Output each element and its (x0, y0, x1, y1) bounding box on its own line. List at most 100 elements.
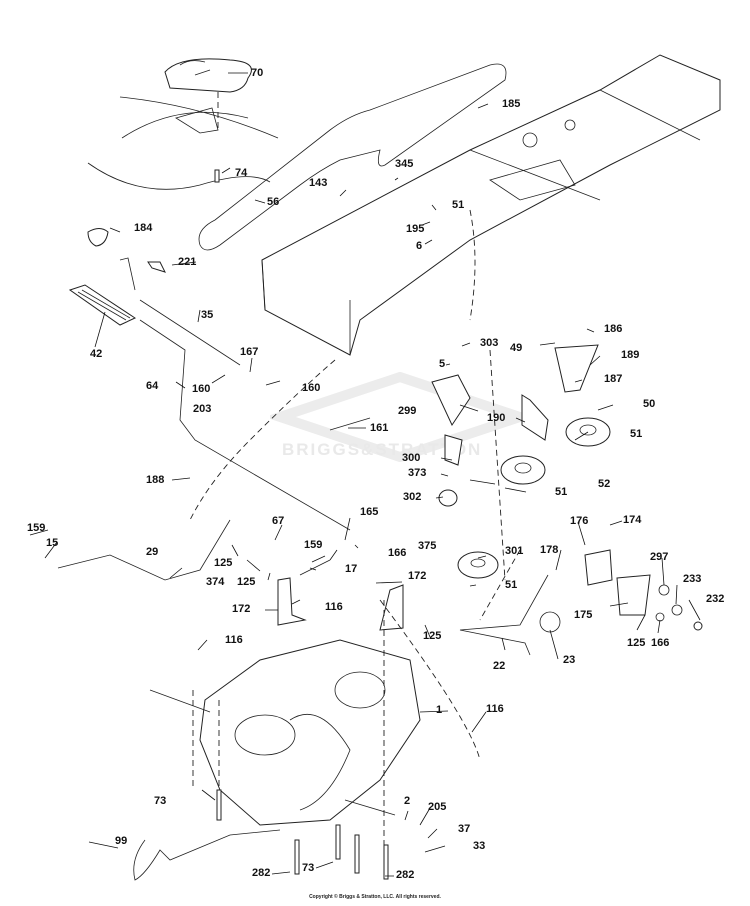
callout-35[interactable]: 35 (201, 309, 214, 321)
callout-17[interactable]: 17 (345, 563, 358, 575)
callout-51-pulley50[interactable]: 51 (630, 428, 643, 440)
drive-belt-part-56[interactable] (198, 63, 507, 251)
callout-297[interactable]: 297 (650, 551, 669, 563)
callout-172-left[interactable]: 172 (232, 603, 251, 615)
callout-6[interactable]: 6 (416, 240, 423, 252)
callout-125-mid[interactable]: 125 (237, 576, 256, 588)
callout-51-pulley301[interactable]: 51 (505, 579, 518, 591)
callout-159-right[interactable]: 159 (304, 539, 323, 551)
callout-70[interactable]: 70 (251, 67, 264, 79)
callout-205[interactable]: 205 (428, 801, 447, 813)
callout-174[interactable]: 174 (623, 514, 642, 526)
callout-375[interactable]: 375 (418, 540, 437, 552)
pedal-cover-part-184[interactable] (87, 228, 109, 247)
idler-arm-part-189[interactable] (554, 344, 599, 393)
callout-33[interactable]: 33 (473, 840, 486, 852)
callout-233[interactable]: 233 (683, 573, 702, 585)
callout-167[interactable]: 167 (240, 346, 259, 358)
callout-143[interactable]: 143 (309, 177, 328, 189)
callout-42[interactable]: 42 (90, 348, 103, 360)
callout-190[interactable]: 190 (487, 412, 506, 424)
o-ring-part-23[interactable] (539, 611, 561, 633)
bolt-part-282b[interactable] (383, 844, 389, 880)
pedal-shaft-part-64[interactable] (139, 319, 351, 531)
callout-15[interactable]: 15 (46, 537, 59, 549)
callout-73-bottom[interactable]: 73 (302, 862, 315, 874)
callout-51-pulley52[interactable]: 51 (555, 486, 568, 498)
callout-37[interactable]: 37 (458, 823, 471, 835)
callout-160-right[interactable]: 160 (302, 382, 321, 394)
bypass-rod-part-99[interactable] (133, 829, 281, 881)
bolt-part-232[interactable] (693, 621, 703, 631)
callout-74[interactable]: 74 (235, 167, 248, 179)
callout-116-left[interactable]: 116 (225, 634, 243, 646)
callout-116-mid[interactable]: 116 (325, 601, 343, 613)
bracket-part-176[interactable] (584, 549, 613, 586)
callout-185[interactable]: 185 (502, 98, 521, 110)
callout-373[interactable]: 373 (408, 467, 427, 479)
callout-195[interactable]: 195 (406, 223, 425, 235)
callout-160-left[interactable]: 160 (192, 383, 211, 395)
callout-125-left[interactable]: 125 (214, 557, 233, 569)
idler-pulley-part-52[interactable] (500, 455, 546, 485)
washer-part-233[interactable] (671, 604, 683, 616)
callout-172-right[interactable]: 172 (408, 570, 427, 582)
transmission-part-1[interactable] (149, 639, 421, 826)
callout-50[interactable]: 50 (643, 398, 656, 410)
clip-part-221[interactable] (147, 261, 166, 273)
washer-part-297[interactable] (658, 584, 670, 596)
bolt-part-73c[interactable] (354, 834, 360, 874)
axle-bracket-part-172b[interactable] (379, 584, 404, 631)
callout-345[interactable]: 345 (395, 158, 414, 170)
bolt-part-73b[interactable] (335, 824, 341, 860)
callout-22[interactable]: 22 (493, 660, 506, 672)
spring-part-17[interactable] (299, 559, 331, 576)
callout-282-right[interactable]: 282 (396, 869, 415, 881)
brake-pedal-part-42[interactable] (68, 284, 137, 326)
bolt-part-282a[interactable] (294, 839, 300, 875)
callout-188[interactable]: 188 (146, 474, 165, 486)
callout-73-left[interactable]: 73 (154, 795, 167, 807)
callout-159-left[interactable]: 159 (27, 522, 46, 534)
callout-299[interactable]: 299 (398, 405, 417, 417)
callout-64[interactable]: 64 (146, 380, 159, 392)
callout-187[interactable]: 187 (604, 373, 623, 385)
callout-303[interactable]: 303 (480, 337, 499, 349)
callout-56[interactable]: 56 (267, 196, 280, 208)
bracket-part-300[interactable] (444, 434, 463, 466)
callout-186[interactable]: 186 (604, 323, 623, 335)
callout-166-right[interactable]: 166 (651, 637, 670, 649)
callout-176[interactable]: 176 (570, 515, 589, 527)
callout-125-bracket[interactable]: 125 (423, 630, 442, 642)
rod-part-35[interactable] (139, 299, 241, 366)
callout-189[interactable]: 189 (621, 349, 640, 361)
callout-221[interactable]: 221 (178, 256, 197, 268)
callout-374[interactable]: 374 (206, 576, 225, 588)
callout-52[interactable]: 52 (598, 478, 611, 490)
callout-125-right[interactable]: 125 (627, 637, 646, 649)
callout-1[interactable]: 1 (436, 704, 443, 716)
control-rod-part-29[interactable] (57, 519, 231, 581)
bolt-part-73a[interactable] (216, 789, 222, 821)
callout-5[interactable]: 5 (439, 358, 446, 370)
lever-part-22[interactable] (459, 574, 549, 656)
callout-23[interactable]: 23 (563, 654, 576, 666)
callout-203[interactable]: 203 (193, 403, 212, 415)
callout-161[interactable]: 161 (370, 422, 389, 434)
callout-29[interactable]: 29 (146, 546, 159, 558)
dash-cover-part-70[interactable] (164, 58, 252, 93)
callout-232[interactable]: 232 (706, 593, 725, 605)
callout-116-right[interactable]: 116 (486, 703, 504, 715)
bracket-part-299[interactable] (431, 374, 471, 427)
callout-302[interactable]: 302 (403, 491, 422, 503)
callout-175[interactable]: 175 (574, 609, 593, 621)
bearing-part-302[interactable] (438, 489, 458, 507)
callout-184[interactable]: 184 (134, 222, 153, 234)
callout-300[interactable]: 300 (402, 452, 421, 464)
callout-99[interactable]: 99 (115, 835, 128, 847)
callout-282-left[interactable]: 282 (252, 867, 271, 879)
washer-part-166b[interactable] (655, 612, 665, 622)
callout-166-top[interactable]: 166 (388, 547, 407, 559)
idler-pulley-part-301[interactable] (457, 551, 499, 579)
callout-165[interactable]: 165 (360, 506, 379, 518)
